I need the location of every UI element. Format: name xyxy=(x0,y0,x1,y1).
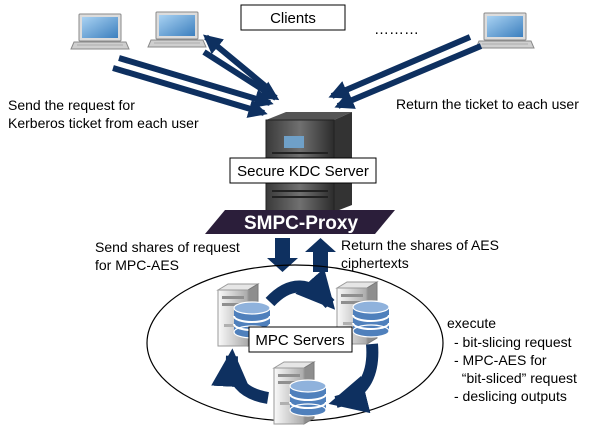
return-shares-label: Return the shares of AES ciphertexts xyxy=(341,237,503,271)
laptop-icon xyxy=(70,13,130,50)
smpc-proxy-band xyxy=(205,210,395,234)
laptop-icon xyxy=(147,11,207,48)
kdc-server-box xyxy=(229,157,377,184)
execute-title: execute xyxy=(447,315,496,331)
database-icon xyxy=(289,379,327,417)
clients-ellipsis: ……… xyxy=(374,21,419,38)
return-arrows xyxy=(203,34,483,109)
mpc-flow-arrows xyxy=(211,268,379,414)
send-shares-label: Send shares of request for MPC-AES xyxy=(95,239,244,273)
clients-label: Clients xyxy=(270,10,316,27)
send-request-label: Send the request for Kerberos ticket fro… xyxy=(8,97,199,131)
laptop-icon xyxy=(475,12,535,49)
mpc-servers-label: MPC Servers xyxy=(255,332,344,349)
smpc-proxy-label: SMPC-Proxy xyxy=(244,213,358,234)
clients-box xyxy=(240,4,346,31)
database-icon xyxy=(352,300,390,338)
return-ticket-label: Return the ticket to each user xyxy=(396,96,579,112)
request-arrows xyxy=(112,49,280,118)
execute-steps: - bit-slicing request - MPC-AES for “bit… xyxy=(454,334,577,404)
shares-arrows xyxy=(267,238,336,272)
mpc-servers-box xyxy=(248,326,353,353)
mpc-server-bottom xyxy=(273,361,327,425)
kdc-server-label: Secure KDC Server xyxy=(237,163,369,180)
